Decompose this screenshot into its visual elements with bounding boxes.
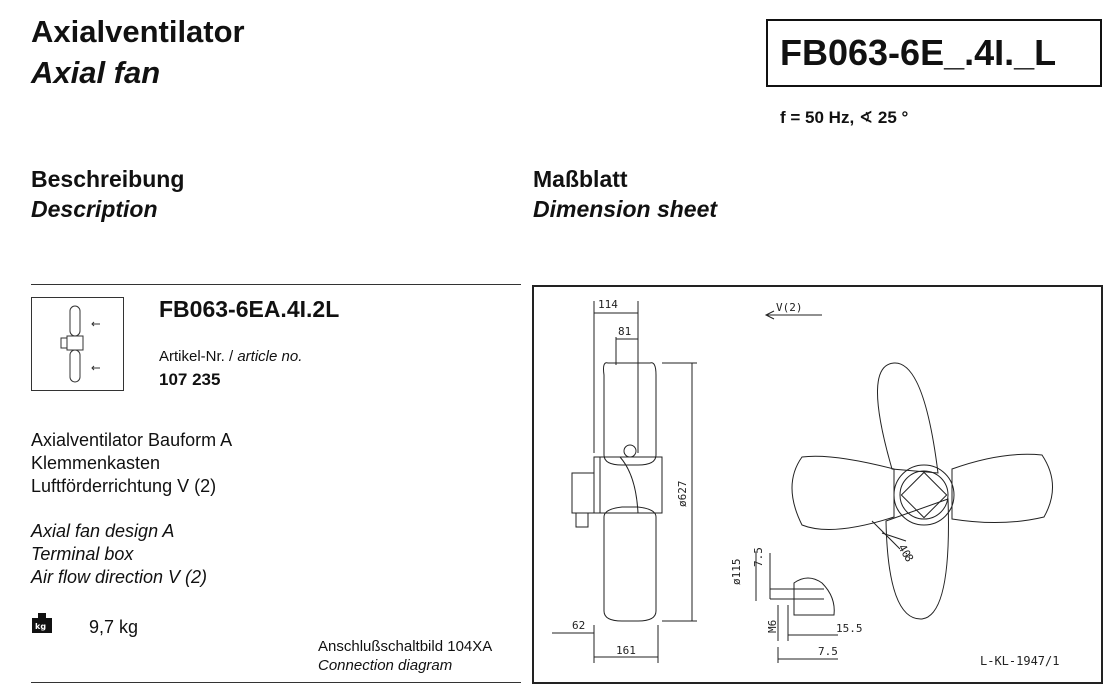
description-line: Axialventilator Bauform A	[31, 430, 233, 450]
blade-side-bottom	[603, 506, 657, 622]
connection-diagram-label-en: Connection diagram	[318, 657, 453, 674]
drawing-number: L-KL-1947/1	[980, 654, 1059, 668]
blade-front-bottom	[885, 498, 949, 620]
blade-curve	[619, 456, 639, 514]
article-number: 107 235	[159, 370, 221, 389]
product-thumbnail	[31, 297, 124, 391]
product-name: FB063-6EA.4I.2L	[159, 296, 340, 322]
title-german: Axialventilator	[31, 14, 245, 49]
article-number-label: Artikel-Nr. / article no.	[159, 348, 303, 365]
hub-front	[893, 464, 955, 526]
dimension-drawing: 114 81 ø627 62 161 V(2) ø115 7.5 M6 15.5…	[552, 298, 1059, 668]
description-german: Axialventilator Bauform A Klemmenkasten …	[31, 429, 232, 498]
dim-7-5-top: 7.5	[752, 547, 765, 567]
weight-kg-icon: kg	[32, 613, 52, 633]
dim-161: 161	[616, 644, 636, 657]
weight-value: 9,7 kg	[89, 617, 139, 637]
model-code-box: FB063-6E_.4I._L	[766, 19, 1102, 87]
detail-section	[793, 577, 835, 616]
description-heading-en: Description	[31, 196, 158, 222]
section-bottom-rule	[31, 682, 521, 683]
dim-7-5-bottom: 7.5	[818, 645, 838, 658]
connection-diagram-label-de: Anschlußschaltbild 104XA	[318, 638, 493, 655]
frequency-angle-line: f = 50 Hz, ∢ 25 °	[780, 108, 909, 127]
dim-angle-40: 40	[895, 542, 913, 560]
view-label: V(2)	[776, 301, 803, 314]
dim-dia-115: ø115	[730, 559, 743, 586]
title-english: Axial fan	[31, 55, 161, 90]
description-heading-de: Beschreibung	[31, 166, 185, 192]
dim-dia-627: ø627	[676, 481, 689, 508]
blade-front-right	[951, 453, 1053, 524]
dim-m6: M6	[766, 620, 779, 633]
dimension-sheet-frame	[532, 285, 1103, 684]
blade-front-top	[877, 362, 939, 474]
description-line: Klemmenkasten	[31, 453, 161, 473]
description-line: Terminal box	[31, 544, 134, 564]
svg-text:kg: kg	[35, 622, 46, 631]
description-line: Axial fan design A	[31, 521, 175, 541]
model-code: FB063-6E_.4I._L	[780, 32, 1057, 73]
blade-front-left	[791, 455, 895, 530]
lifting-eye	[623, 444, 637, 458]
dim-114: 114	[598, 298, 618, 311]
description-line: Luftförderrichtung V (2)	[31, 476, 217, 496]
dim-15-5: 15.5	[836, 622, 863, 635]
description-english: Axial fan design A Terminal box Air flow…	[31, 520, 207, 589]
dimension-heading-en: Dimension sheet	[533, 196, 718, 222]
fan-side-view-icon	[60, 305, 100, 383]
description-line: Air flow direction V (2)	[31, 567, 208, 587]
dim-62: 62	[572, 619, 585, 632]
blade-side-top	[603, 362, 657, 466]
section-top-rule	[31, 284, 521, 285]
terminal-box	[571, 472, 595, 514]
dimension-heading-de: Maßblatt	[533, 166, 628, 192]
dim-81: 81	[618, 325, 631, 338]
